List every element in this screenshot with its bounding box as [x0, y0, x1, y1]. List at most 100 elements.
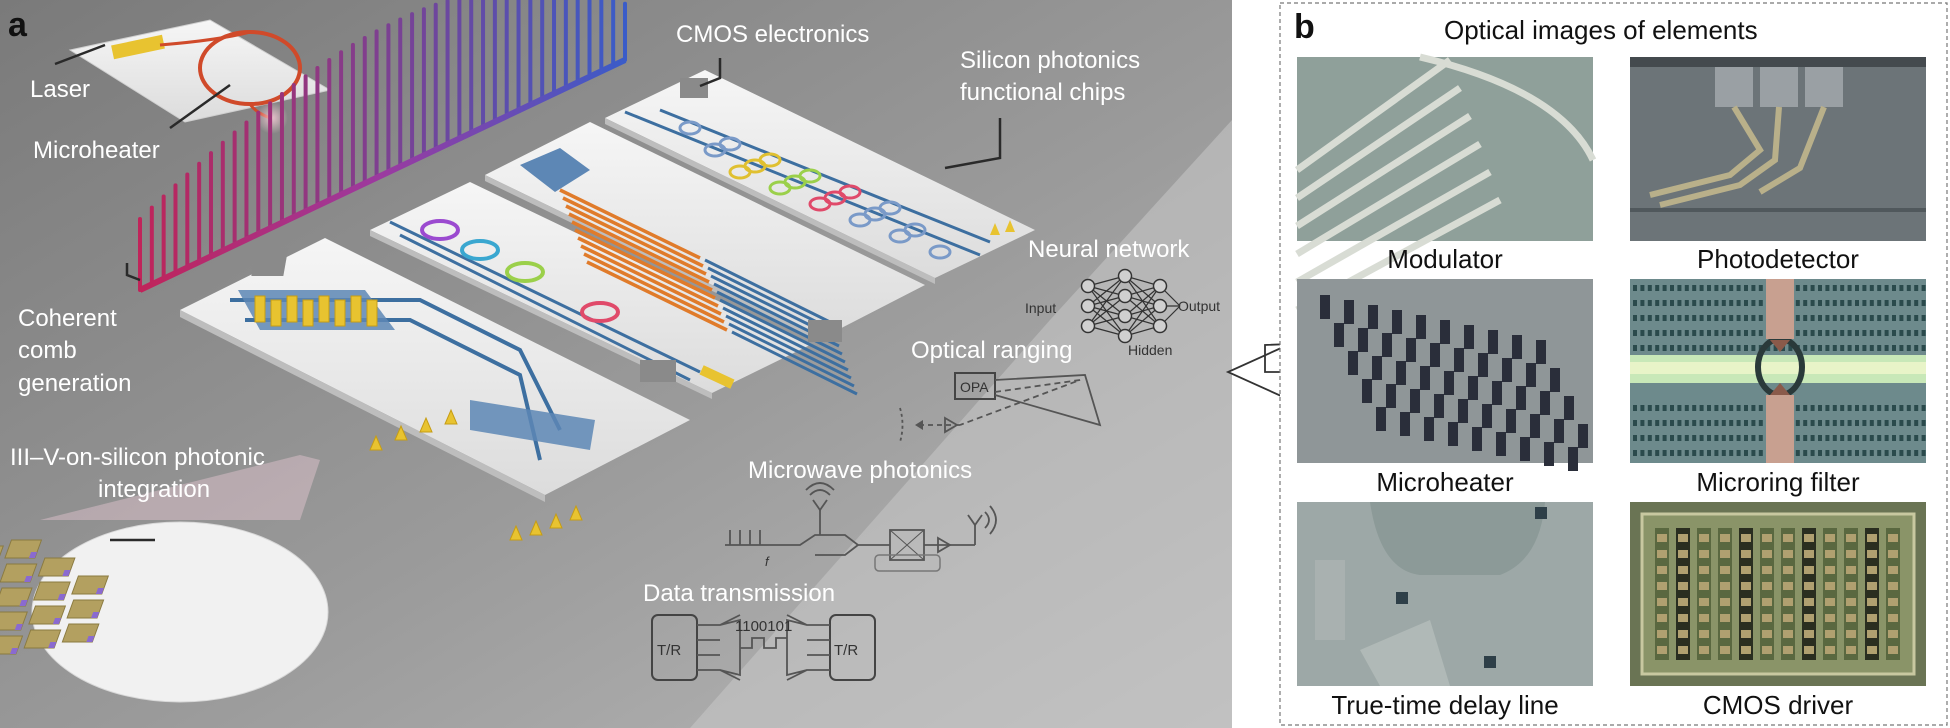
grating-dot: [1670, 405, 1674, 411]
modulator-trace: [1295, 141, 1482, 257]
grating-dot: [1795, 420, 1800, 426]
grating-dot: [1677, 420, 1682, 426]
grating-dot: [1744, 315, 1748, 321]
grating-dot: [1825, 330, 1830, 336]
heater-bar: [1348, 351, 1358, 375]
grating-dot: [1840, 315, 1845, 321]
nn-edge: [1124, 305, 1161, 337]
nn-edge: [1087, 275, 1126, 327]
heater-pad: [350, 295, 362, 323]
cmos-column: [1886, 528, 1900, 660]
grating-dot: [1840, 450, 1845, 456]
grating-dot: [1692, 285, 1697, 291]
ring-resonator: [808, 196, 832, 212]
grating-dot: [1677, 330, 1682, 336]
grating-dot: [1914, 435, 1919, 441]
cmos-cell: [1657, 566, 1667, 574]
grating-dot: [1832, 330, 1837, 336]
grating-dot: [1692, 315, 1697, 321]
grating-dot: [1921, 435, 1926, 441]
chip-front: [180, 238, 690, 541]
heater-bar: [1502, 358, 1512, 382]
grating-dot: [1847, 300, 1852, 306]
grating-dot: [1729, 285, 1734, 291]
grating-dot: [1832, 285, 1837, 291]
cmos-cell: [1846, 582, 1856, 590]
grating-dot: [1899, 405, 1904, 411]
cmos-cell: [1888, 598, 1898, 606]
grating-dot: [1736, 285, 1741, 291]
grating-dot: [1899, 285, 1904, 291]
grating-dot: [1655, 285, 1660, 291]
grating-dot: [1655, 450, 1660, 456]
waveguide-stripe: [707, 266, 834, 332]
grating-dot: [1773, 345, 1778, 351]
grating-dot: [1684, 405, 1689, 411]
wafer-tile: [71, 575, 110, 595]
grating-dot: [1751, 315, 1756, 321]
grating-dot: [1914, 345, 1919, 351]
grating-dot: [1884, 345, 1889, 351]
grating-dot: [1795, 330, 1800, 336]
cmos-cell: [1888, 582, 1898, 590]
grating-dot: [1877, 405, 1882, 411]
nn-edge: [1087, 295, 1126, 327]
cmos-cell: [1783, 614, 1793, 622]
grating-dot: [1692, 330, 1697, 336]
grating-dot: [1736, 405, 1741, 411]
grating-dot: [1855, 285, 1859, 291]
panel-b-title: Optical images of elements: [1444, 15, 1758, 45]
cmos-cell: [1846, 614, 1856, 622]
grating-dot: [1647, 420, 1652, 426]
grating-dot: [1914, 330, 1919, 336]
grating-dot: [1825, 300, 1830, 306]
grating-dot: [1906, 330, 1911, 336]
heater-bar: [1448, 422, 1458, 446]
grating-dot: [1869, 420, 1874, 426]
grating-dot: [1684, 300, 1689, 306]
waveguide-stripe: [719, 298, 846, 364]
grating-dot: [1633, 285, 1637, 291]
grating-dot: [1810, 435, 1815, 441]
leader-lines: [54, 43, 1002, 542]
grating-dot: [1869, 330, 1874, 336]
label-comb-line2: comb: [18, 337, 77, 364]
grating-dot: [1855, 435, 1859, 441]
wafer-tile: [23, 629, 62, 649]
grating-dot: [1640, 435, 1645, 441]
grating-dot: [1832, 435, 1837, 441]
cmos-cell: [1846, 598, 1856, 606]
grating-dot: [1869, 435, 1874, 441]
grating-dot: [1736, 345, 1741, 351]
grating-dot: [1729, 450, 1734, 456]
grating-dot: [1692, 450, 1697, 456]
heater-bar: [1362, 379, 1372, 403]
grating-dot: [1662, 300, 1667, 306]
image-photodetector: [1630, 57, 1926, 241]
grating-dot: [1847, 315, 1852, 321]
heater-pad: [254, 295, 266, 323]
wafer-tile: [4, 539, 43, 559]
grating-dot: [1751, 345, 1756, 351]
grating-dot: [1795, 300, 1800, 306]
grating-dot: [1699, 450, 1704, 456]
heater-stripe: [574, 228, 716, 300]
grating-dot: [1825, 405, 1830, 411]
grating-dot: [1662, 420, 1667, 426]
ring-resonator: [928, 244, 952, 260]
cmos-cell: [1741, 550, 1751, 558]
heater-bar: [1434, 394, 1444, 418]
grating-dot: [1640, 300, 1645, 306]
cmos-cell: [1804, 550, 1814, 558]
grating-dot: [1721, 420, 1726, 426]
label-microheater-a: Microheater: [33, 137, 160, 164]
cmos-cell: [1657, 646, 1667, 654]
comb-baseline: [138, 57, 627, 293]
heater-bar: [1496, 432, 1506, 456]
cmos-cell: [1699, 550, 1709, 558]
grating-dot: [1803, 300, 1808, 306]
grating-dot: [1840, 405, 1845, 411]
grating-dot: [1862, 300, 1867, 306]
cmos-cell: [1657, 582, 1667, 590]
cmos-cell: [1888, 550, 1898, 558]
